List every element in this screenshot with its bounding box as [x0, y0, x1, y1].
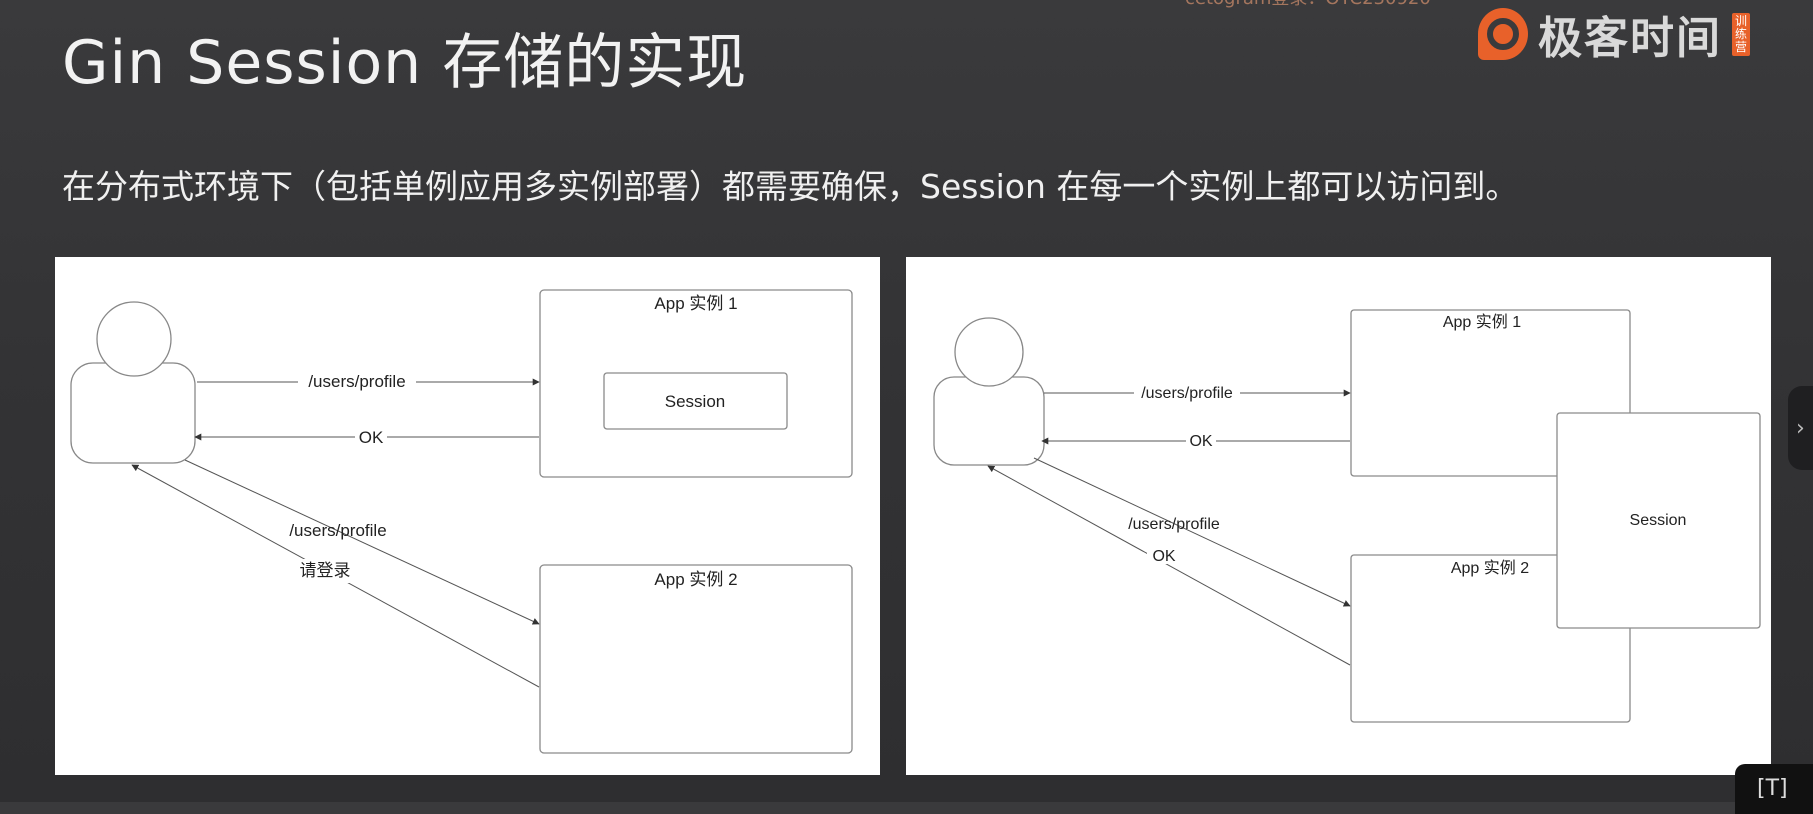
- response-arrow-2: OK: [987, 465, 1351, 666]
- request-label-2: /users/profile: [289, 521, 386, 540]
- app-instance-1-label: App 实例 1: [654, 294, 737, 313]
- response-arrow-1: OK: [194, 426, 539, 447]
- request-arrow-1: /users/profile: [1044, 383, 1351, 402]
- app-instance-2-label: App 实例 2: [654, 570, 737, 589]
- app-instance-2-box: App 实例 2: [539, 564, 853, 754]
- request-label-2: /users/profile: [1128, 516, 1220, 533]
- response-label-2: OK: [1152, 548, 1175, 565]
- diagram-right-svg: App 实例 1 App 实例 2 Session /users/profile…: [933, 309, 1761, 723]
- request-label-1: /users/profile: [1141, 385, 1233, 402]
- session-label: Session: [665, 392, 725, 411]
- session-box: Session: [1556, 412, 1761, 629]
- caption-button[interactable]: [T]: [1735, 764, 1813, 814]
- app-instance-1-label: App 实例 1: [1443, 313, 1521, 331]
- diagram-left: App 实例 1 Session App 实例 2 /users/profile…: [55, 257, 880, 775]
- user-figure: [933, 317, 1045, 466]
- watermark: cetogram登录：OTC230920: [1185, 0, 1431, 10]
- request-arrow-1: /users/profile: [197, 370, 540, 391]
- response-arrow-2: 请登录: [131, 464, 540, 688]
- user-head: [96, 301, 172, 377]
- logo-badge: 训练营: [1732, 12, 1750, 56]
- session-box: Session: [603, 372, 788, 430]
- diagram-left-svg: App 实例 1 Session App 实例 2 /users/profile…: [70, 289, 853, 754]
- response-label-1: OK: [1189, 433, 1212, 450]
- caption-icon: [T]: [1757, 776, 1788, 801]
- response-arrow-1: OK: [1041, 431, 1350, 450]
- request-arrow-2: /users/profile: [1033, 457, 1351, 607]
- brand-logo: 极客时间 训练营: [1478, 2, 1750, 66]
- user-head: [954, 317, 1024, 387]
- user-figure: [70, 301, 196, 464]
- next-slide-button[interactable]: ›: [1788, 386, 1813, 470]
- logo-text: 极客时间: [1538, 13, 1722, 64]
- user-body: [70, 362, 196, 464]
- chevron-right-icon: ›: [1796, 415, 1805, 441]
- slide-subtitle: 在分布式环境下（包括单例应用多实例部署）都需要确保，Session 在每一个实例…: [62, 167, 1519, 206]
- app-instance-2-label: App 实例 2: [1451, 559, 1529, 577]
- logo-icon: [1478, 8, 1528, 60]
- response-label-1: OK: [359, 428, 384, 447]
- request-arrow-2: /users/profile: [184, 459, 540, 625]
- diagram-right: App 实例 1 App 实例 2 Session /users/profile…: [906, 257, 1771, 775]
- session-label: Session: [1630, 512, 1687, 529]
- request-label-1: /users/profile: [308, 372, 405, 391]
- response-label-2: 请登录: [300, 561, 351, 580]
- slide-title: Gin Session 存储的实现: [62, 28, 748, 98]
- user-body: [933, 376, 1045, 466]
